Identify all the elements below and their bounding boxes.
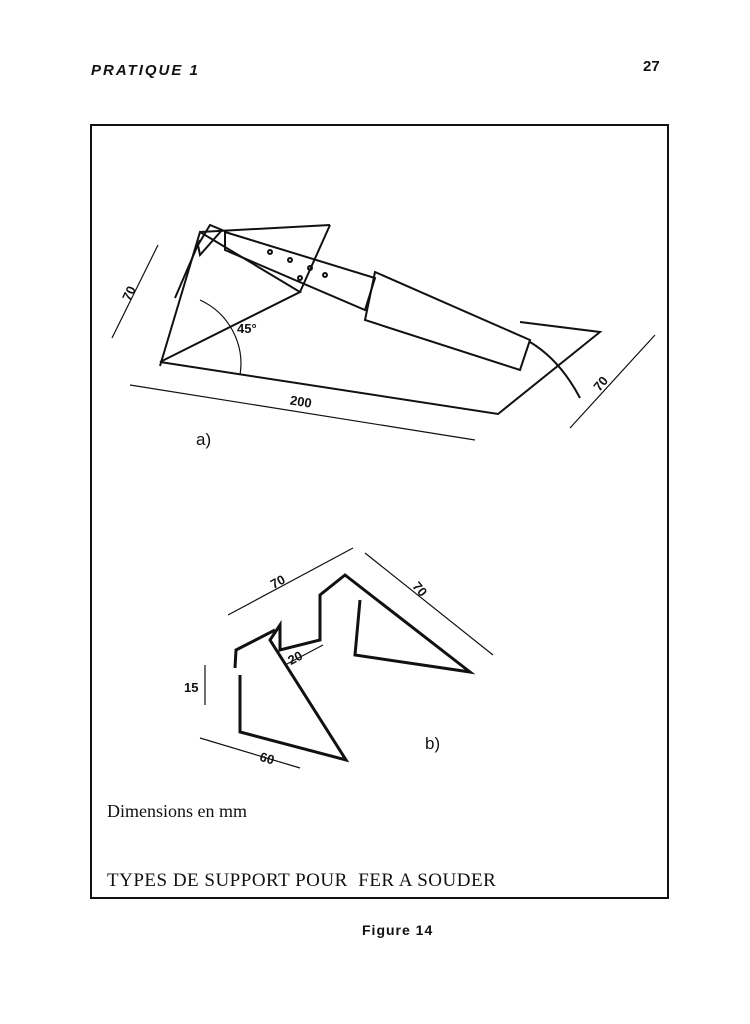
dimensions-note: Dimensions en mm	[107, 801, 247, 821]
dim-b-height: 15	[184, 680, 198, 695]
dim-b-side: 70	[409, 579, 430, 600]
drawing-a-dimension-lines	[111, 244, 656, 441]
dim-b-notch: 20	[285, 648, 305, 668]
section-header: PRATIQUE 1	[91, 62, 200, 79]
dim-b-base: 60	[258, 749, 276, 767]
figure-caption: TYPES DE SUPPORT POUR FER A SOUDER	[107, 870, 497, 891]
page-number: 27	[643, 58, 660, 75]
figure-number: Figure 14	[362, 922, 434, 938]
dim-b-top: 70	[268, 572, 288, 592]
drawing-b-label: b)	[425, 734, 440, 753]
dim-a-height: 70	[119, 284, 139, 303]
drawing-a-label: a)	[196, 430, 211, 449]
dim-a-length: 200	[289, 393, 313, 411]
dim-a-width: 70	[590, 373, 611, 394]
drawing-b-wire-stand	[233, 573, 476, 763]
drawing-a-soldering-iron	[196, 223, 581, 399]
dim-a-angle: 45°	[237, 321, 257, 336]
drawing-b-dimension-lines	[199, 547, 494, 769]
figure-frame	[90, 124, 669, 899]
